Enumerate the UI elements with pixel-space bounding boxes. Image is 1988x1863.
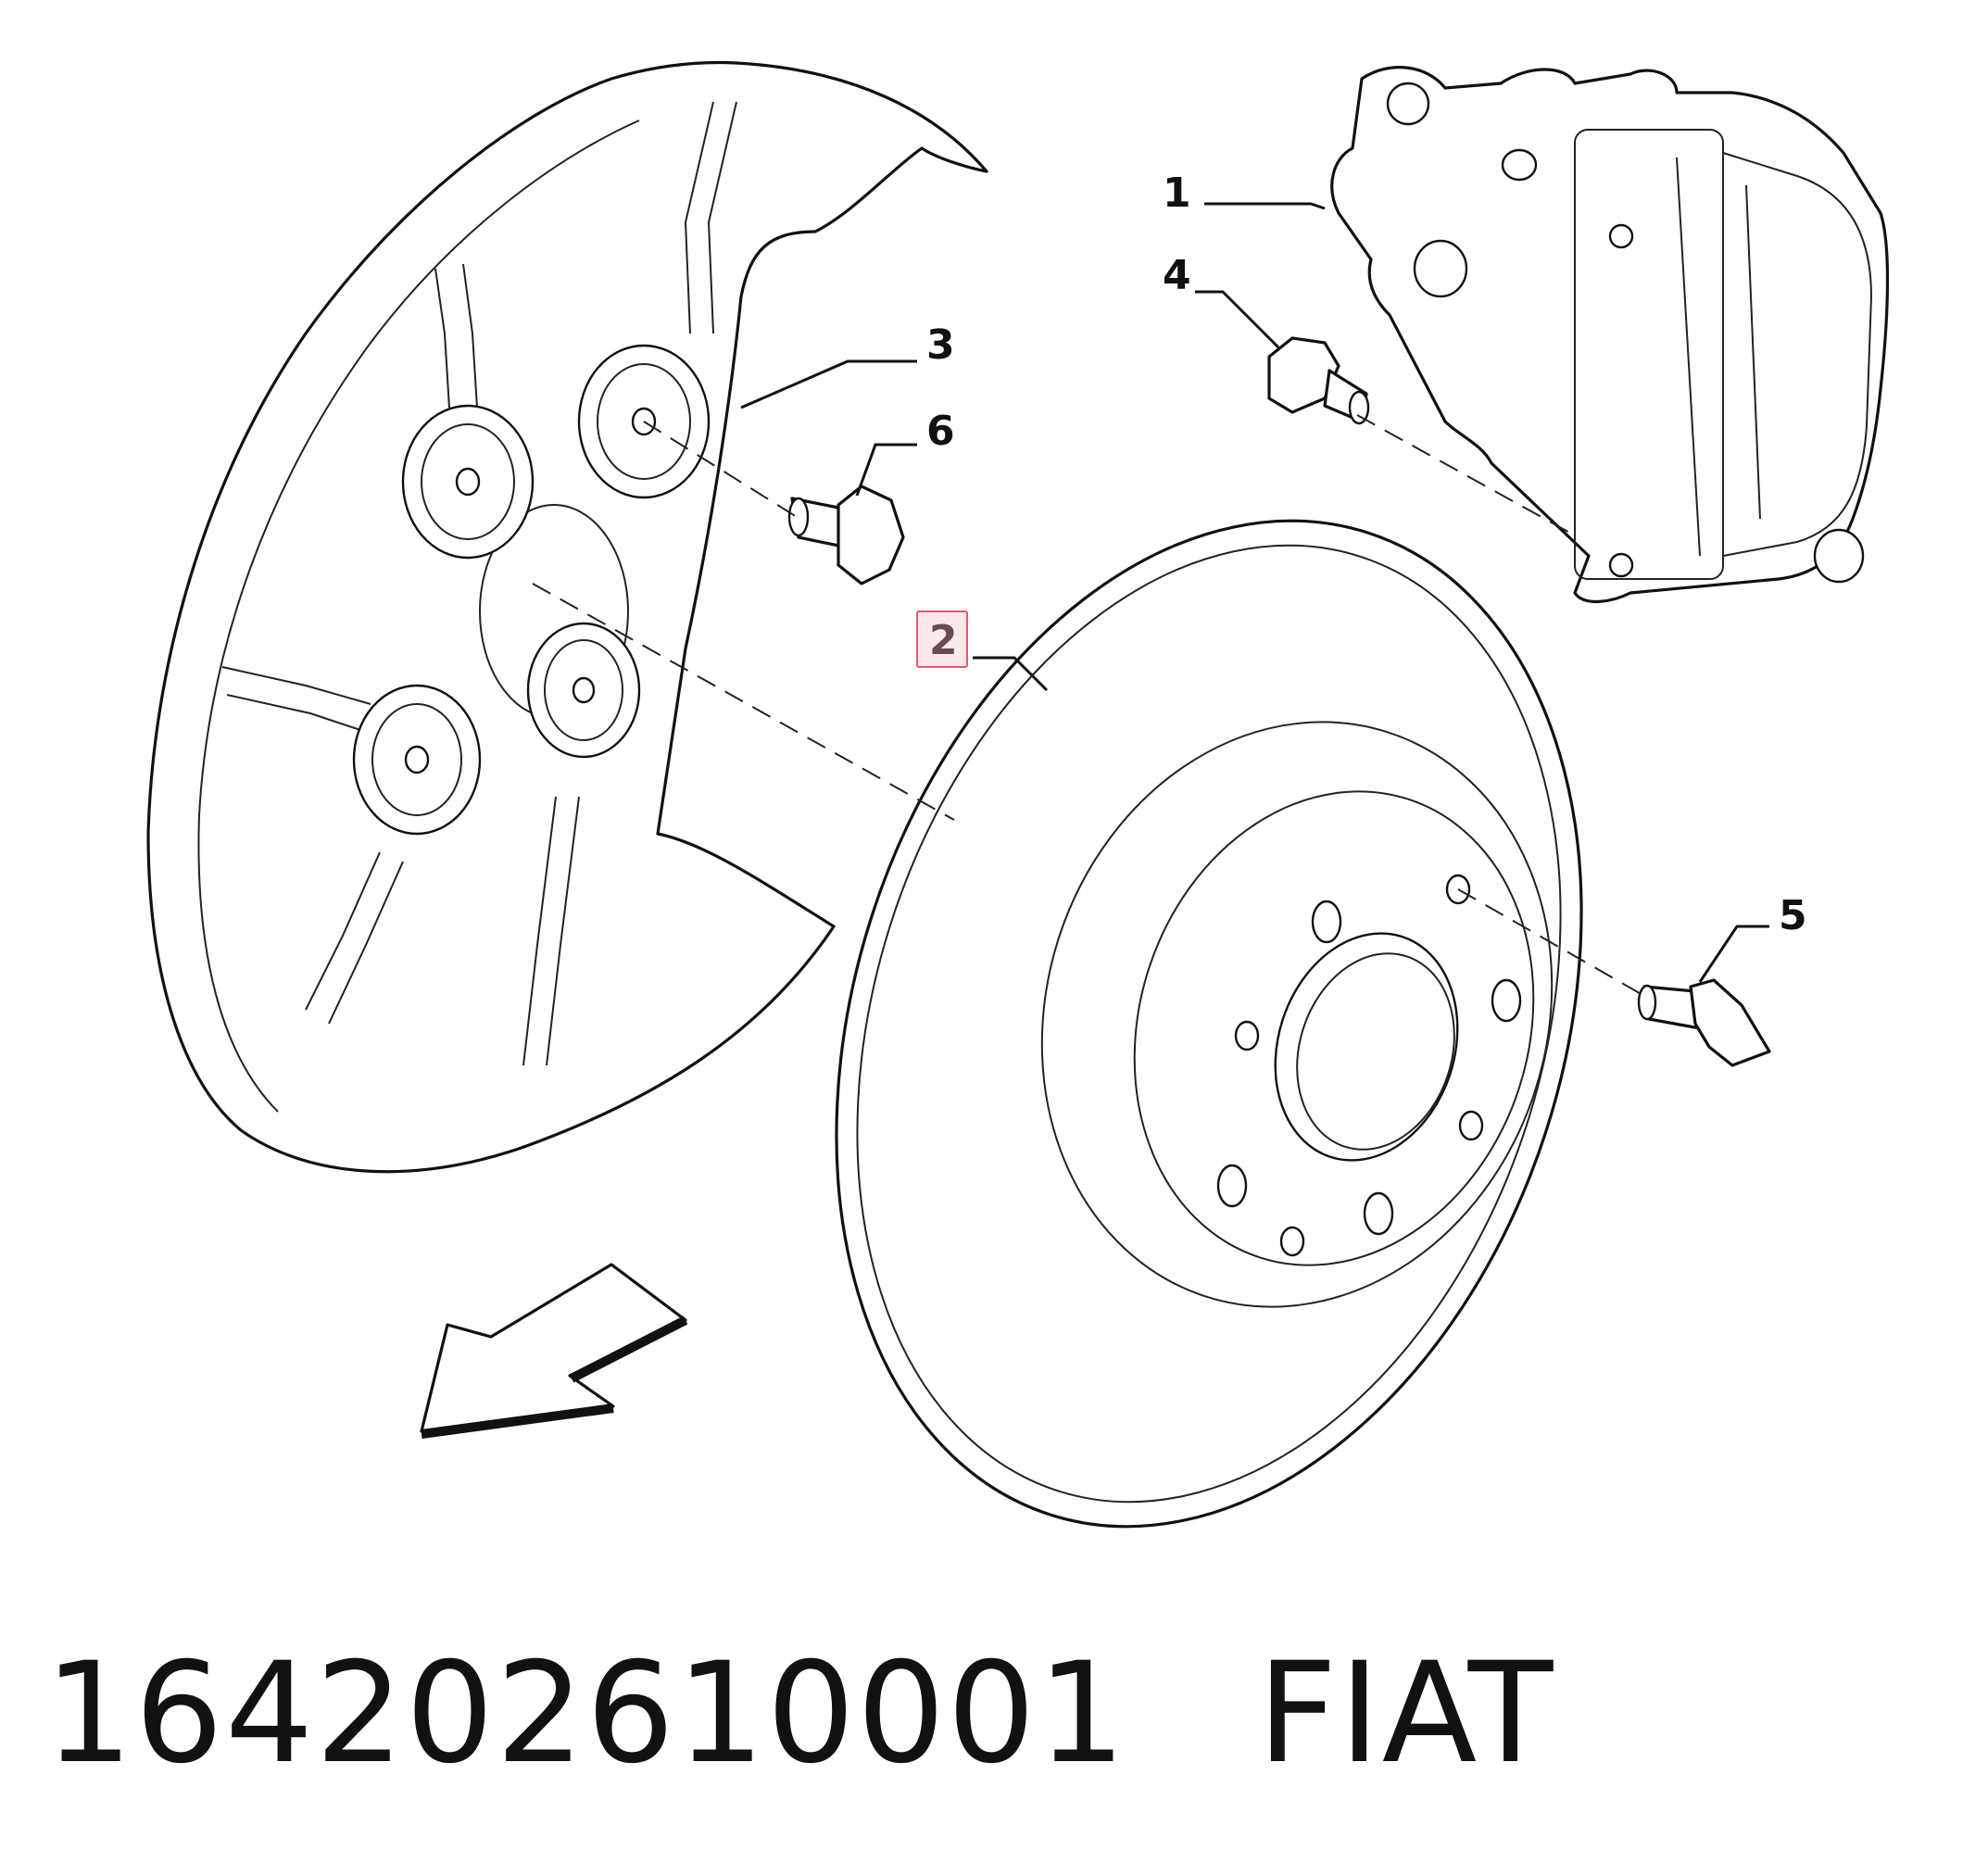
brake-caliper <box>1330 66 1890 604</box>
callout-label-2: 2 <box>929 617 958 664</box>
callout-5: 5 <box>1698 892 1807 983</box>
callout-label-5: 5 <box>1779 892 1807 939</box>
brand-name: FIAT <box>1257 1633 1555 1794</box>
shield-screw <box>787 485 905 585</box>
locating-pin <box>1637 978 1771 1067</box>
callout-4: 4 <box>1163 252 1280 349</box>
part-number: 164202610001 <box>44 1633 1128 1794</box>
callout-label-6: 6 <box>926 408 955 455</box>
callout-3: 3 <box>740 321 955 409</box>
callout-6: 6 <box>855 408 955 497</box>
brake-assembly-diagram: 1 2 3 4 5 6 <box>146 60 1890 1529</box>
dust-shield <box>146 60 988 1174</box>
assembly-axes <box>532 414 1645 997</box>
callout-highlight-box <box>916 611 968 668</box>
callout-label-3: 3 <box>926 321 955 369</box>
callout-2[interactable]: 2 <box>916 611 1049 692</box>
part-caption: 164202610001 FIAT <box>44 1633 1554 1794</box>
callout-label-1: 1 <box>1163 170 1191 217</box>
direction-arrow <box>420 1263 688 1439</box>
caliper-bolt <box>1267 336 1370 425</box>
brake-disc <box>835 519 1583 1529</box>
callout-label-4: 4 <box>1163 252 1191 299</box>
callout-1: 1 <box>1163 170 1326 217</box>
